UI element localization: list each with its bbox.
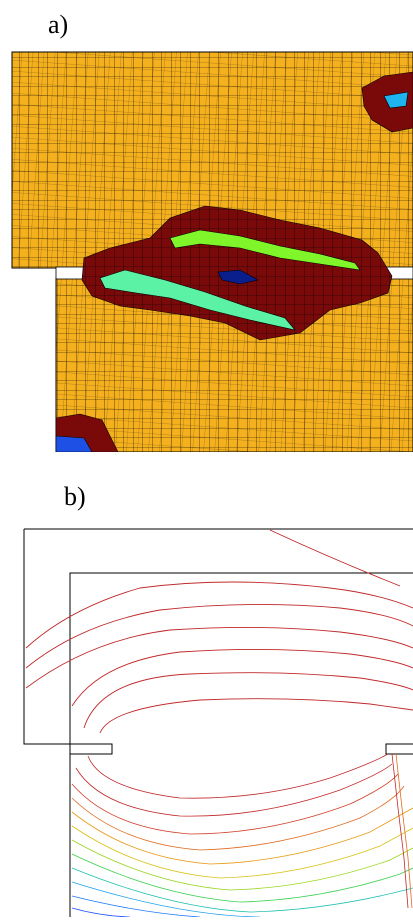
panel-a-label: a) [48,10,69,39]
damage-zone [81,205,393,341]
panel-b-contour-diagram [23,528,413,917]
upper-block [11,51,413,269]
panel-b-label: b) [64,482,86,511]
contours-lower [71,753,413,917]
upper-block-outline [23,528,413,755]
corner-damage-bottom-left [55,413,119,452]
corner-damage-top-right [361,71,413,133]
panel-a-mesh-diagram [11,51,413,452]
contours-upper [25,529,413,734]
right-notch-outline [385,743,413,755]
